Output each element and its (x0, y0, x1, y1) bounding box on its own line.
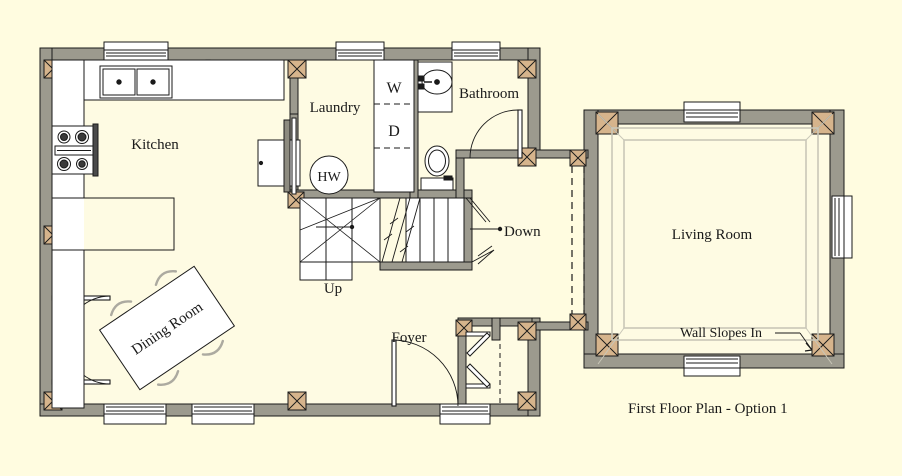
window-living-top (683, 101, 741, 123)
wall-slopes-leader-line (775, 332, 813, 352)
window-living-right (831, 195, 853, 259)
washer-label: W (386, 80, 402, 97)
dining-table-and-chairs (98, 265, 236, 391)
dining-table (98, 265, 236, 391)
room-label-kitchen: Kitchen (131, 137, 179, 153)
window-bathroom-top (451, 41, 501, 61)
kitchen-sink-fixture (99, 65, 173, 99)
window-laundry-top (335, 41, 385, 61)
stair-up-label: Up (324, 281, 342, 297)
door-bathroom (469, 109, 523, 159)
laundry-hot-water-tank (309, 155, 349, 195)
room-label-living-room: Living Room (672, 227, 753, 243)
room-label-foyer: Foyer (392, 330, 427, 346)
living-room-corner-slope-diagonals (597, 113, 833, 365)
dining-chair-4 (201, 339, 225, 356)
stair-down-run (381, 197, 503, 263)
laundry-washer-dryer (373, 59, 415, 193)
living-room-slope-lines (611, 127, 819, 341)
stair-up-run (299, 197, 381, 281)
stair-down-label: Down (504, 224, 541, 240)
living-room-floor (584, 110, 844, 368)
stair-down-leader (465, 197, 495, 265)
room-label-bathroom: Bathroom (459, 86, 519, 102)
hot-water-tank-label: HW (317, 170, 341, 185)
windows (103, 41, 853, 425)
dining-chair-2 (154, 270, 178, 286)
door-foyer-closet-bifold (465, 326, 501, 406)
bathroom-toilet (420, 145, 454, 191)
plan-title: First Floor Plan - Option 1 (628, 401, 788, 417)
window-kitchen-top (103, 41, 169, 61)
kitchen-range-fixture (51, 123, 99, 177)
dining-chair-3 (156, 370, 180, 386)
opening-living-room-passage (571, 166, 585, 314)
door-foyer-entry (391, 339, 459, 407)
room-labels: Kitchen Laundry Bathroom Living Room Foy… (131, 86, 752, 346)
window-dining-bottom-right (191, 403, 255, 425)
bathroom-vanity-sink (417, 61, 453, 113)
window-dining-bottom-left (103, 403, 167, 425)
annotation-labels: Up Down Wall Slopes In HW W D (317, 80, 762, 341)
kitchen-floor-inner (84, 100, 284, 250)
room-label-laundry: Laundry (310, 100, 361, 116)
wall-slopes-in-label: Wall Slopes In (680, 326, 762, 341)
dining-chair-1 (109, 300, 133, 317)
laundry-cabinet (257, 117, 301, 195)
window-living-bottom (683, 355, 741, 377)
dryer-label: D (388, 123, 400, 140)
window-foyer-bottom (439, 403, 491, 425)
